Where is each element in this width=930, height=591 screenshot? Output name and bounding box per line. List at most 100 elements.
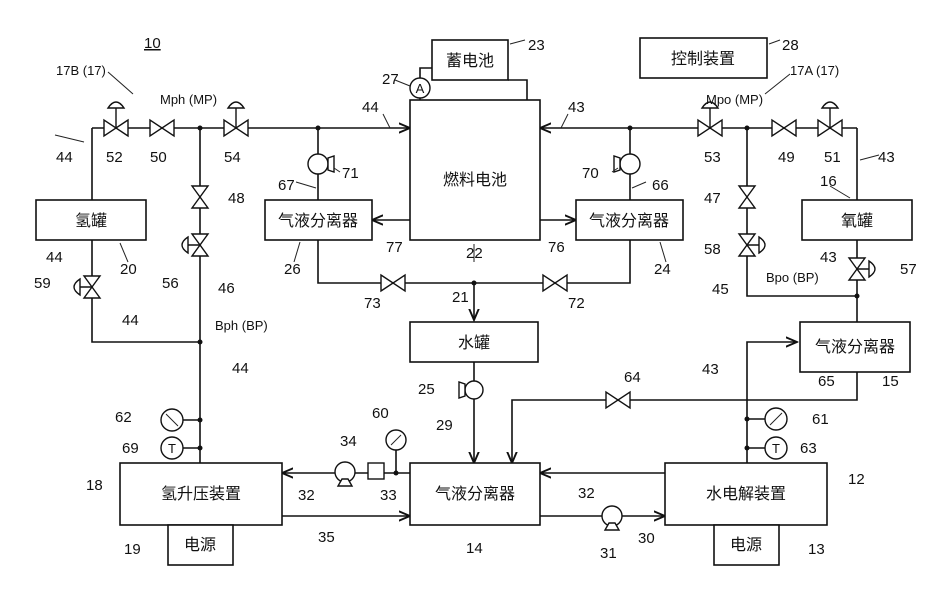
ref-59: 59 (34, 275, 51, 292)
power-supply-13-box: 电源 (714, 525, 779, 565)
junction-mph (198, 126, 203, 131)
ref-50: 50 (150, 149, 167, 166)
ref-77: 77 (386, 239, 403, 256)
oxygen-tank-box: 氧罐 (802, 200, 912, 240)
power-supply-13-label: 电源 (730, 535, 762, 554)
ref-25: 25 (418, 381, 435, 398)
ref-44-c: 44 (122, 312, 139, 329)
water-tank-box: 水罐 (410, 322, 538, 362)
electrolyzer-box: 水电解装置 (665, 463, 827, 525)
ref-43-a: 43 (568, 99, 585, 116)
ref-27: 27 (382, 71, 399, 88)
ref-12: 12 (848, 471, 865, 488)
ref-44-e: 44 (362, 99, 379, 116)
junction-60 (394, 471, 399, 476)
ref-34: 34 (340, 433, 357, 450)
ref-57: 57 (900, 261, 917, 278)
hydrogen-tank-label: 氢罐 (75, 211, 107, 230)
ref-43-d: 43 (702, 361, 719, 378)
ref-26: 26 (284, 261, 301, 278)
battery-box: 蓄电池 (432, 40, 508, 80)
ref-14: 14 (466, 540, 483, 557)
ref-67: 67 (278, 177, 295, 194)
filter-33-icon (368, 463, 384, 479)
valve-47-icon (739, 186, 755, 208)
valve-48-icon (192, 186, 208, 208)
ref-53: 53 (704, 149, 721, 166)
ref-73: 73 (364, 295, 381, 312)
junction-bpo (855, 294, 860, 299)
valve-64-icon (606, 392, 630, 408)
ref-29: 29 (436, 417, 453, 434)
separator-26-box: 气液分离器 (265, 200, 372, 240)
pressure-gauge-60-icon (386, 430, 406, 450)
ref-44-a: 44 (56, 149, 73, 166)
junction-21 (472, 281, 477, 286)
hydrogen-booster-box: 氢升压装置 (120, 463, 282, 525)
junction-mpo (745, 126, 750, 131)
separator-15-label: 气液分离器 (815, 337, 895, 356)
ref-46: 46 (218, 280, 235, 297)
hydrogen-tank-box: 氢罐 (36, 200, 146, 240)
valve-49-icon (772, 120, 796, 136)
separator-15-box: 气液分离器 (800, 322, 910, 372)
pump-71-icon (308, 154, 334, 174)
separator-26-label: 气液分离器 (278, 211, 358, 230)
ref-24: 24 (654, 261, 671, 278)
ref-44-d: 44 (232, 360, 249, 377)
pump-25-icon (459, 381, 483, 399)
pump-34-icon (335, 462, 355, 486)
junction-66 (628, 126, 633, 131)
fuel-cell-box: 燃料电池 (410, 100, 540, 240)
power-supply-19-label: 电源 (184, 535, 216, 554)
electrolyzer-label: 水电解装置 (706, 484, 786, 503)
ref-64: 64 (624, 369, 641, 386)
ref-48: 48 (228, 190, 245, 207)
group-17b-label: 17B (17) (56, 63, 106, 78)
ref-44-b: 44 (46, 249, 63, 266)
ref-45: 45 (712, 281, 729, 298)
ref-70: 70 (582, 165, 599, 182)
ref-20: 20 (120, 261, 137, 278)
mph-label: Mph (MP) (160, 92, 217, 107)
ref-76: 76 (548, 239, 565, 256)
pipe-44-h2tank-down (92, 240, 200, 342)
ref-65: 65 (818, 373, 835, 390)
ref-30: 30 (638, 530, 655, 547)
pump-70-icon (614, 154, 640, 174)
control-device-box: 控制装置 (640, 38, 767, 78)
pump-31-icon (602, 506, 622, 530)
bph-label: Bph (BP) (215, 318, 268, 333)
ref-28: 28 (782, 37, 799, 54)
control-device-label: 控制装置 (671, 49, 735, 68)
ref-35: 35 (318, 529, 335, 546)
ref-15: 15 (882, 373, 899, 390)
separator-14-label: 气液分离器 (435, 484, 515, 503)
valve-73-icon (381, 275, 405, 291)
separator-24-label: 气液分离器 (589, 211, 669, 230)
ref-51: 51 (824, 149, 841, 166)
ref-56: 56 (162, 275, 179, 292)
junction-67 (316, 126, 321, 131)
ref-18: 18 (86, 477, 103, 494)
oxygen-tank-label: 氧罐 (841, 211, 873, 230)
bpo-label: Bpo (BP) (766, 270, 819, 285)
thermometer-69-icon: T (161, 437, 183, 459)
ref-32-b: 32 (578, 485, 595, 502)
ref-43-c: 43 (820, 249, 837, 266)
system-ref-label: 10 (144, 35, 161, 52)
junction-69 (198, 446, 203, 451)
junction-63 (745, 446, 750, 451)
ref-63: 63 (800, 440, 817, 457)
valve-50-icon (150, 120, 174, 136)
ref-52: 52 (106, 149, 123, 166)
svg-text:T: T (168, 441, 176, 456)
ref-58: 58 (704, 241, 721, 258)
ref-71: 71 (342, 165, 359, 182)
svg-text:A: A (416, 81, 425, 96)
ref-19: 19 (124, 541, 141, 558)
ref-66: 66 (652, 177, 669, 194)
ref-61: 61 (812, 411, 829, 428)
hydrogen-booster-label: 氢升压装置 (161, 484, 241, 503)
